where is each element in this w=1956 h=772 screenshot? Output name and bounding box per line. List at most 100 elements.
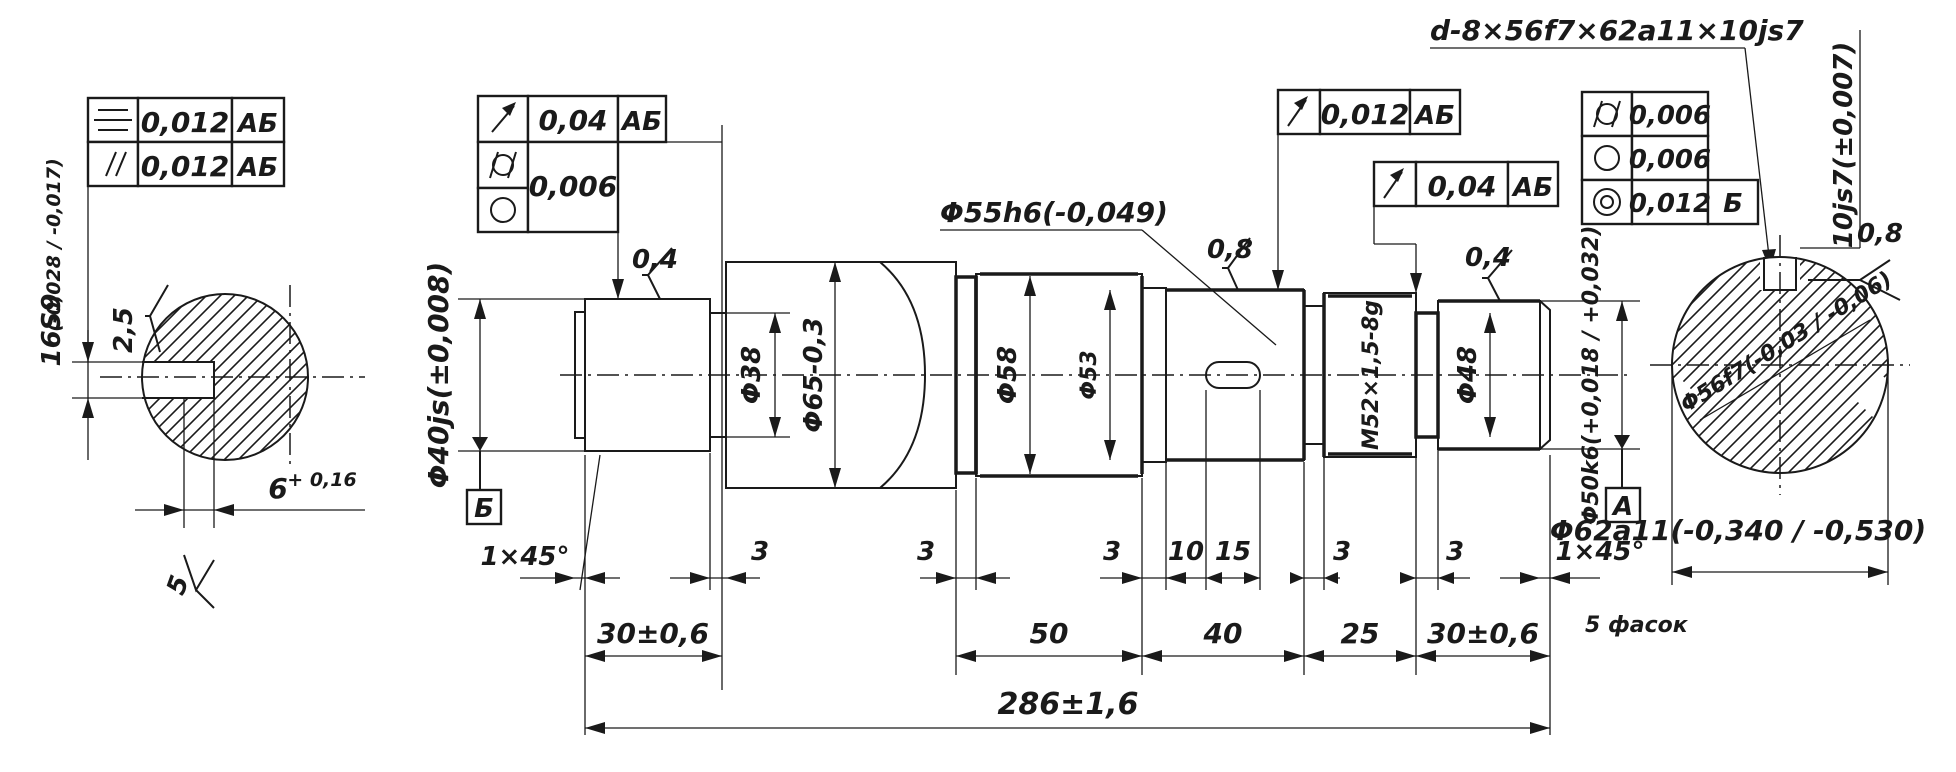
hatch-line [1799, 257, 1888, 473]
fcf-right: 0,006 0,006 0,012 Б [1580, 90, 1760, 226]
dim-15: 15 [1215, 537, 1251, 567]
keyway-width-label: 16S9 [37, 294, 67, 367]
keyway-slot [1205, 361, 1261, 389]
fcf-right-round-tol: 0,006 [1629, 145, 1711, 175]
fcf-par-datum: АБ [236, 153, 278, 183]
fcf-left: 0,04 АБ 0,006 [476, 94, 723, 690]
diam-53-label: Φ53 [1077, 350, 1102, 399]
len-40: 40 [1203, 617, 1243, 650]
depth-tol: + 0,16 [287, 469, 356, 491]
hatch-line [1673, 257, 1888, 473]
runout-arrow-icon [1383, 168, 1404, 199]
dim-3-d: 3 [1333, 537, 1351, 567]
fcf-mid-runout-tol: 0,012 [1321, 98, 1410, 131]
keyway-cut [142, 362, 214, 398]
chamfer-right-label: 1×45° [1555, 537, 1644, 567]
fcf-right-cyl-tol: 0,006 [1629, 101, 1711, 131]
hatch-line [1757, 257, 1888, 473]
dim-3-a: 3 [751, 537, 769, 567]
roughness-5-symbol [183, 554, 215, 609]
diam-50-label: Φ50k6(+0,018 / +0,032) [1579, 226, 1604, 525]
len-50: 50 [1030, 617, 1069, 650]
roundness-icon [490, 197, 516, 223]
spline-designation: d-8×56f7×62a11×10js7 [1430, 14, 1804, 47]
symmetry-icon [94, 109, 132, 131]
fcf-sym-datum: АБ [236, 109, 278, 139]
hatch-line [1785, 257, 1888, 473]
dim-3-b: 3 [917, 537, 935, 567]
roughness-0-8-symbol [1222, 237, 1251, 291]
fcf-left-runout-tol: 0,04 [538, 104, 607, 137]
roughness-0-8: 0,8 [1207, 235, 1253, 265]
dim-3-e: 3 [1446, 537, 1464, 567]
datum-a: А [1611, 492, 1633, 522]
shaft-main-view: Б Φ40js(±0,008) 0,04 АБ 0,006 [422, 88, 1760, 735]
left-cross-section: 0,012 АБ 0,012 АБ 16S9 (-0,028 / -0,017)… [37, 96, 365, 609]
hatch-line [1672, 257, 1825, 473]
diam-55-label: Φ55h6(-0,049) [940, 196, 1168, 229]
len-right: 30±0,6 [1427, 617, 1539, 650]
hatch-line [1813, 257, 1888, 473]
roughness-0-4-right-symbol [1482, 249, 1513, 302]
fcf-right-conc-datum: Б [1723, 189, 1743, 219]
keyway-width-tol: (-0,028 / -0,017) [43, 158, 65, 332]
dimension-chain: 1×45° 3 3 3 10 15 3 [480, 390, 1689, 735]
diam-40-label: Φ40js(±0,008) [422, 262, 455, 489]
hatch-line [1672, 257, 1741, 473]
roughness-0-4-right: 0,4 [1465, 243, 1511, 273]
chamfers-note: 5 фасок [1585, 613, 1689, 638]
fcf-thread-datum: АБ [1511, 173, 1553, 203]
hatch-line [1672, 257, 1797, 473]
datum-b-box [465, 488, 503, 526]
fcf-left-datum: АБ [620, 107, 662, 137]
roundness-icon [1594, 145, 1620, 171]
hatch-line [249, 294, 308, 460]
hatch-line [142, 294, 211, 460]
runout-arrow-icon [1287, 96, 1308, 127]
chamfer-left-label: 1×45° [480, 542, 569, 572]
thread-label: M52×1,5-8g [1359, 300, 1384, 450]
fcf-par-tolerance: 0,012 [141, 150, 230, 183]
roughness-0-8-right-symbol [1808, 259, 1901, 301]
hatch-line [1672, 257, 1755, 473]
roughness-2-5-symbol [145, 284, 169, 353]
len-left: 30±0,6 [597, 617, 709, 650]
hatch-line [1450, 255, 1670, 475]
spline-outer-label: Φ62a11(-0,340 / -0,530) [1550, 514, 1926, 547]
roughness-0-8-right: 0,8 [1857, 219, 1903, 249]
fcf-thread-runout-tol: 0,04 [1427, 170, 1496, 203]
roughness-2-5-label: 2,5 [109, 307, 139, 353]
diam-48-label: Φ48 [1453, 346, 1483, 404]
hatch-line [235, 294, 308, 460]
runout-arrow-icon [491, 102, 516, 133]
fcf-left-cyl-tol: 0,006 [529, 170, 618, 203]
keyway-outline [142, 361, 215, 399]
hatch-line [142, 294, 197, 460]
fcf-sym-tolerance: 0,012 [141, 106, 230, 139]
datum-a-box [1604, 486, 1642, 524]
diam-58-label: Φ58 [993, 346, 1023, 404]
hatch-line [1672, 257, 1783, 473]
depth-label: 6 [268, 472, 287, 505]
hatch-line [142, 294, 225, 460]
dim-10: 10 [1168, 537, 1204, 567]
fcf-mid-datum: АБ [1413, 101, 1455, 131]
roughness-0-4-left: 0,4 [632, 245, 678, 275]
cylindricity-icon [1593, 100, 1621, 128]
fcf-thread: 0,04 АБ [1372, 160, 1560, 293]
concentricity-icon [1593, 188, 1621, 216]
fcf-right-conc-tol: 0,012 [1629, 189, 1711, 219]
parallelism-icon [105, 151, 127, 177]
overall-length: 286±1,6 [998, 687, 1139, 722]
diam-38-label: Φ38 [737, 346, 767, 404]
len-25: 25 [1341, 617, 1380, 650]
hatch-line [1672, 257, 1769, 473]
diam-65-label: Φ65-0,3 [799, 317, 829, 432]
fcf-mid: 0,012 АБ [1272, 88, 1462, 290]
roughness-0-4-left-symbol [642, 247, 673, 300]
key-tolerance-label: 10js7(±0,007) [1829, 42, 1859, 248]
datum-b: Б [474, 494, 494, 524]
left-section-hatch [142, 294, 308, 460]
cylindricity-icon [489, 151, 517, 179]
